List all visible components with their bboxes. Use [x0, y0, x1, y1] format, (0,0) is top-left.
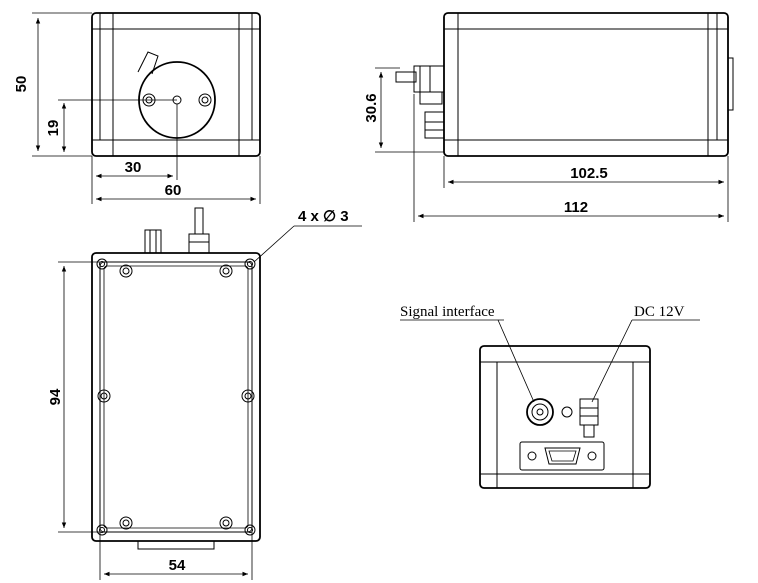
side-connectors	[395, 65, 445, 139]
top-knob	[144, 207, 210, 254]
screw-right	[198, 93, 212, 107]
top-bottom-plate	[137, 540, 215, 550]
rear-view: Signal interface DC 12V	[400, 304, 700, 489]
rear-body	[479, 345, 651, 489]
dim-width-60: 60	[165, 182, 182, 199]
mounting-holes	[96, 258, 256, 536]
corner-hole-br	[244, 524, 256, 536]
top-body	[91, 252, 261, 542]
dim-length-102-5: 102.5	[570, 165, 608, 182]
dim-offset-30: 30	[125, 159, 142, 176]
dim-length-112: 112	[564, 199, 588, 216]
side-view: 30.6 102.5 112	[363, 12, 734, 222]
front-knob	[137, 51, 216, 139]
dim-length-94: 94	[47, 388, 64, 405]
dim-hole-height-19: 19	[45, 120, 62, 137]
front-view: 50 19 30 60	[13, 12, 261, 204]
dc-connector	[579, 398, 599, 438]
dim-width-54: 54	[169, 557, 186, 574]
dsub-connector	[519, 441, 605, 471]
dim-height-50: 50	[13, 76, 30, 93]
corner-hole-tl	[96, 258, 108, 270]
signal-connector	[526, 398, 554, 426]
corner-hole-tr	[244, 258, 256, 270]
side-body	[443, 12, 729, 157]
dim-connector-height-30-6: 30.6	[363, 93, 380, 122]
dc-12v-label: DC 12V	[634, 304, 685, 320]
corner-hole-bl	[96, 524, 108, 536]
front-body	[91, 12, 261, 157]
indicator-led	[561, 406, 573, 418]
top-view: 4 x ∅ 3 94 54	[47, 207, 362, 580]
cover-screws	[97, 264, 255, 530]
signal-interface-label: Signal interface	[400, 304, 495, 320]
hole-callout: 4 x ∅ 3	[298, 208, 349, 225]
